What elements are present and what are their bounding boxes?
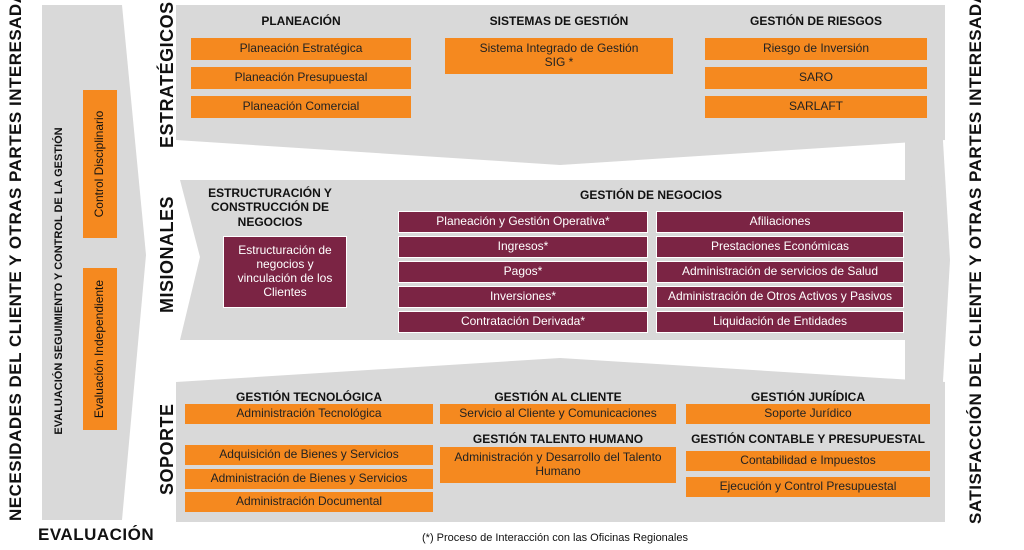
negocios-right-item: Liquidación de Entidades (656, 311, 904, 333)
tecnologica-title: GESTIÓN TECNOLÓGICA (235, 390, 382, 404)
negocios-right-item: Administración de Otros Activos y Pasivo… (656, 286, 904, 308)
riesgos-item: SARO (705, 67, 927, 89)
estructuracion-item: Estructuración de negocios y vinculación… (223, 236, 347, 308)
control-disciplinario-label: Control Disciplinario (92, 110, 106, 218)
negocios-left-item: Planeación y Gestión Operativa* (398, 211, 648, 233)
misionales-label: MISIONALES (157, 195, 177, 313)
negocios-right-item: Administración de servicios de Salud (656, 261, 904, 283)
planeacion-item: Planeación Presupuestal (191, 67, 411, 89)
negocios-right-item: Afiliaciones (656, 211, 904, 233)
planeacion-item: Planeación Estratégica (191, 38, 411, 60)
tecnologica-item: Adquisición de Bienes y Servicios (185, 445, 433, 465)
control-disciplinario-box (83, 90, 117, 238)
tecnologica-item: Administración Documental (185, 492, 433, 512)
riesgos-item: Riesgo de Inversión (705, 38, 927, 60)
riesgos-item: SARLAFT (705, 96, 927, 118)
estructuracion-title: ESTRUCTURACIÓN Y CONSTRUCCIÓN DE NEGOCIO… (208, 186, 332, 229)
sistemas-title: SISTEMAS DE GESTIÓN (489, 14, 629, 28)
cliente-item: Servicio al Cliente y Comunicaciones (440, 404, 676, 424)
evaluacion-label: EVALUACIÓN (38, 525, 155, 544)
contable-item: Contabilidad e Impuestos (686, 451, 930, 471)
juridica-item: Soporte Jurídico (686, 404, 930, 424)
negocios-left-item: Pagos* (398, 261, 648, 283)
contable-item: Ejecución y Control Presupuestal (686, 477, 930, 497)
negocios-left-item: Contratación Derivada* (398, 311, 648, 333)
evaluacion-independiente-box (83, 268, 117, 430)
tecnologica-item: Administración de Bienes y Servicios (185, 469, 433, 489)
planeacion-item: Planeación Comercial (191, 96, 411, 118)
negocios-right-item: Prestaciones Económicas (656, 236, 904, 258)
evaluacion-arrow (42, 5, 146, 520)
evaluacion-inner-label: EVALUACIÓN SEGUIMIENTO Y CONTROL DE LA G… (53, 127, 65, 435)
evaluacion-independiente-label: Evaluación Independiente (92, 279, 106, 419)
right-label: SATISFACCIÓN DEL CLIENTE Y OTRAS PARTES … (966, 0, 985, 524)
juridica-title: GESTIÓN JURÍDICA (750, 390, 865, 404)
tecnologica-item: Administración Tecnológica (185, 404, 433, 424)
sistemas-item: Sistema Integrado de Gestión SIG * (445, 38, 673, 74)
riesgos-title: GESTIÓN DE RIESGOS (749, 14, 883, 28)
talento-item: Administración y Desarrollo del Talento … (440, 447, 676, 483)
negocios-left-item: Inversiones* (398, 286, 648, 308)
talento-title: GESTIÓN TALENTO HUMANO (472, 432, 644, 446)
cliente-title: GESTIÓN AL CLIENTE (494, 390, 622, 404)
planeacion-title: PLANEACIÓN (261, 14, 341, 28)
footnote: (*) Proceso de Interacción con las Ofici… (422, 532, 688, 544)
soporte-label: SOPORTE (157, 403, 177, 495)
estrategicos-label: ESTRATÉGICOS (157, 1, 177, 148)
left-label: NECESIDADES DEL CLIENTE Y OTRAS PARTES I… (6, 0, 25, 521)
negocios-left-item: Ingresos* (398, 236, 648, 258)
negocios-title: GESTIÓN DE NEGOCIOS (579, 188, 723, 202)
contable-title: GESTIÓN CONTABLE Y PRESUPUESTAL (691, 432, 925, 446)
